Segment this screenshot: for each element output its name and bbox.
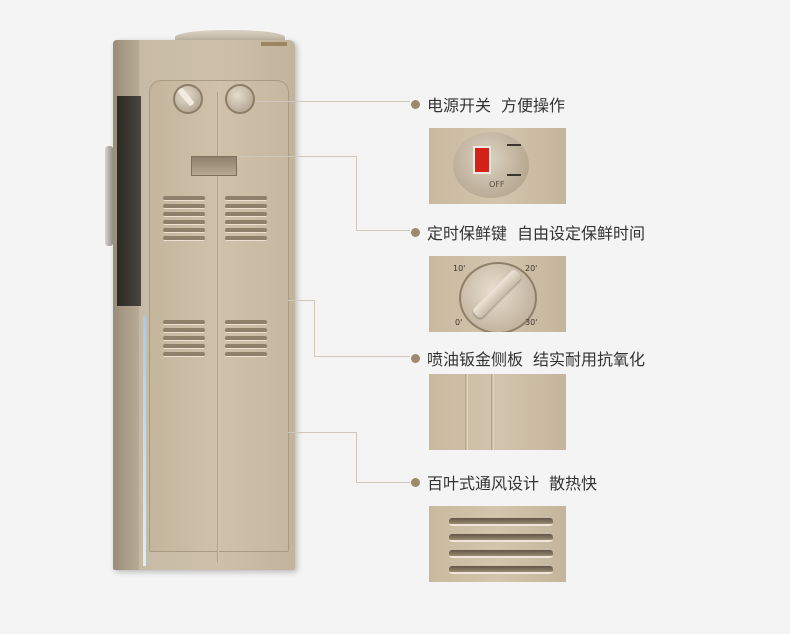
leader-line: [288, 300, 314, 301]
dial-tick-label: 30': [525, 318, 538, 327]
vent-slot: [225, 320, 267, 325]
timer-knob: [173, 84, 203, 114]
vent-slot: [225, 220, 267, 225]
vent-slot: [163, 236, 205, 241]
leader-line: [356, 432, 357, 482]
vent-slot: [225, 336, 267, 341]
vent-louvers-photo: [429, 506, 566, 582]
feature-title: 喷油钣金侧板: [427, 350, 524, 369]
door-handle: [105, 146, 113, 246]
louver-slot: [449, 534, 553, 542]
vent-slot: [163, 196, 205, 201]
vent-slot: [163, 336, 205, 341]
feature-desc: 方便操作: [501, 96, 566, 115]
bullet-dot: [411, 477, 420, 487]
timer-dial-photo: 10' 20' 0' 30': [429, 256, 566, 332]
vent-slot: [163, 228, 205, 233]
leader-line: [240, 156, 356, 157]
side-window: [117, 96, 141, 306]
metal-panel-photo: [429, 374, 566, 450]
power-knob: [225, 84, 255, 114]
dial-tick-label: 20': [525, 264, 538, 273]
vent-slot: [225, 204, 267, 209]
switch-off-label: OFF: [489, 180, 505, 189]
leader-line: [314, 356, 410, 357]
vent-slot: [163, 204, 205, 209]
feature-title: 百叶式通风设计: [427, 474, 540, 493]
feature-label-timer: 定时保鲜键 自由设定保鲜时间: [411, 220, 645, 244]
bullet-dot: [411, 353, 420, 363]
louver-slot: [449, 566, 553, 574]
feature-desc: 自由设定保鲜时间: [517, 224, 646, 243]
leader-line: [356, 482, 410, 483]
switch-bracket-icon: [507, 144, 521, 176]
vent-slot: [225, 352, 267, 357]
vent-slot: [225, 212, 267, 217]
front-panel: [149, 80, 289, 552]
louver-slot: [449, 550, 553, 558]
feature-title: 电源开关: [427, 96, 492, 115]
vent-slot: [163, 220, 205, 225]
power-switch-photo: OFF: [429, 128, 566, 204]
vent-slot: [225, 228, 267, 233]
vent-slot: [225, 344, 267, 349]
brand-logo: [261, 42, 287, 46]
feature-label-power-switch: 电源开关 方便操作: [411, 92, 565, 116]
panel-seam: [491, 374, 494, 450]
vent-slot: [163, 344, 205, 349]
vent-slot: [163, 352, 205, 357]
vent-slot: [225, 196, 267, 201]
leader-line: [314, 300, 315, 356]
water-dispenser: [105, 30, 295, 574]
leader-line: [356, 230, 410, 231]
feature-label-side-panel: 喷油钣金侧板 结实耐用抗氧化: [411, 346, 645, 370]
switch-plate: [453, 132, 529, 198]
dispense-tap: [191, 156, 237, 176]
panel-seam: [465, 374, 468, 450]
leader-line: [255, 101, 410, 102]
vent-slot: [225, 236, 267, 241]
panel-seam: [217, 92, 219, 562]
louver-slot: [449, 518, 553, 526]
dial-tick-label: 10': [453, 264, 466, 273]
feature-desc: 结实耐用抗氧化: [533, 350, 646, 369]
bullet-dot: [411, 99, 420, 109]
leader-line: [288, 432, 356, 433]
dial-tick-label: 0': [455, 318, 463, 327]
vent-slot: [225, 328, 267, 333]
feature-title: 定时保鲜键: [427, 224, 508, 243]
blue-light-strip: [143, 316, 146, 566]
feature-label-vents: 百叶式通风设计 散热快: [411, 470, 597, 494]
leader-line: [356, 156, 357, 230]
bullet-dot: [411, 227, 420, 237]
vent-slot: [163, 320, 205, 325]
vent-slot: [163, 212, 205, 217]
vent-slot: [163, 328, 205, 333]
rocker-switch: [473, 146, 491, 174]
feature-desc: 散热快: [549, 474, 598, 493]
